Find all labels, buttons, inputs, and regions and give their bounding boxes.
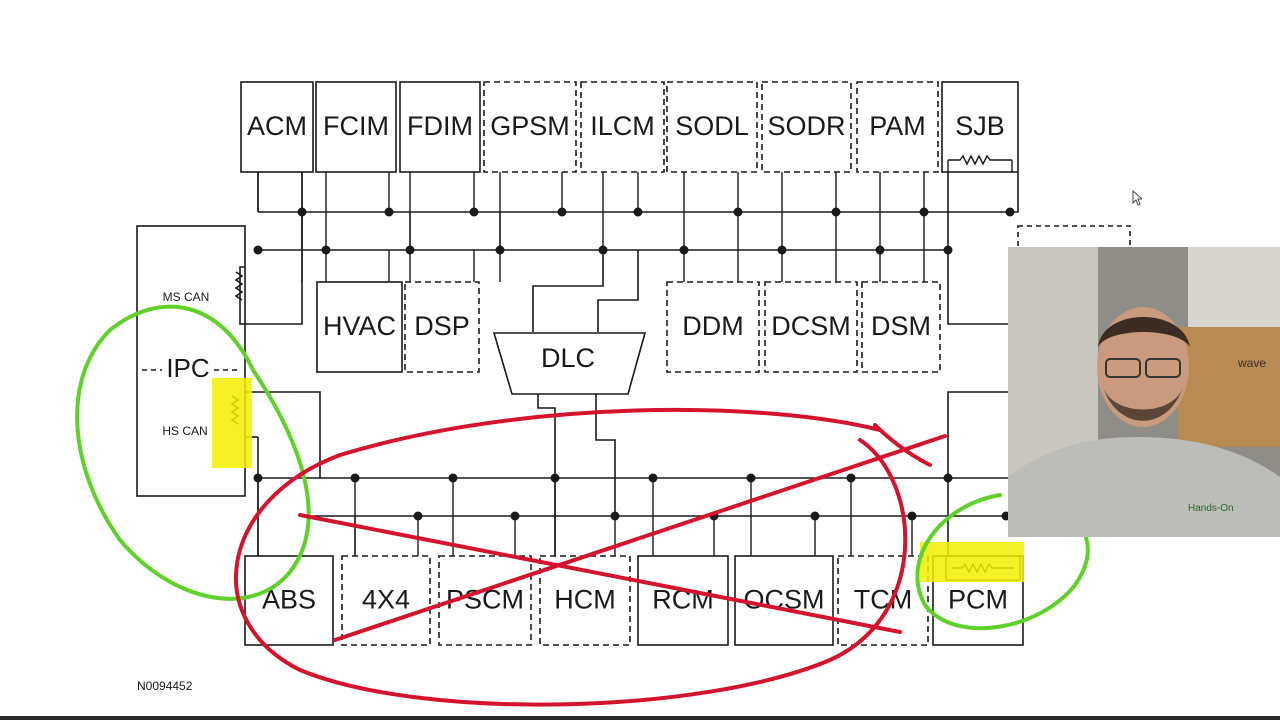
top-label-acm: ACM (247, 111, 307, 141)
mid-module-dsp: DSP (404, 281, 480, 373)
mid-module-dsm: DSM (861, 281, 941, 373)
bottom-label-hcm: HCM (554, 585, 616, 615)
top-module-fcim: FCIM (315, 81, 397, 173)
dlc-connector (492, 332, 647, 395)
bottom-module-abs: ABS (244, 555, 334, 646)
top-label-sodl: SODL (675, 111, 749, 141)
red-cross-2 (333, 434, 947, 642)
diagram-code: N0094452 (137, 679, 193, 693)
top-module-gpsm: GPSM (483, 81, 577, 173)
mid-module-dcsm: DCSM (764, 281, 858, 373)
webcam-overlay: wave Hands-On (1008, 247, 1280, 537)
top-module-pam: PAM (856, 81, 939, 173)
mid-label-hvac: HVAC (323, 311, 396, 341)
top-module-ilcm: ILCM (580, 81, 665, 173)
bottom-module-tcm: TCM (837, 555, 929, 646)
top-module-acm: ACM (240, 81, 314, 173)
bottom-label-pcm: PCM (948, 585, 1008, 615)
top-label-sjb: SJB (955, 111, 1005, 141)
top-label-fdim: FDIM (407, 111, 473, 141)
bottom-label-4x4: 4X4 (362, 585, 410, 615)
red-cross-1 (298, 513, 902, 634)
dlc-label: DLC (541, 343, 595, 373)
mid-label-dsp: DSP (414, 311, 470, 341)
top-label-gpsm: GPSM (490, 111, 570, 141)
hs-can-label: HS CAN (162, 424, 207, 438)
top-label-fcim: FCIM (323, 111, 389, 141)
box-text: wave (1237, 356, 1266, 370)
mid-module-hvac: HVAC (316, 281, 403, 373)
ipc-box (136, 225, 246, 497)
green-circle-ipc (75, 304, 311, 601)
highlight-pcm-resistor (920, 542, 1024, 582)
mid-label-dsm: DSM (871, 311, 931, 341)
top-module-sodl: SODL (666, 81, 758, 173)
bottom-module-rcm: RCM (637, 555, 729, 646)
top-label-pam: PAM (869, 111, 926, 141)
ipc-label: IPC (166, 353, 209, 383)
bottom-module-ocsm: OCSM (734, 555, 834, 646)
bottom-module-4x4: 4X4 (341, 555, 431, 646)
top-module-sodr: SODR (761, 81, 852, 173)
top-module-sjb: SJB (941, 81, 1019, 173)
shirt-text: Hands-On (1188, 503, 1234, 514)
bottom-label-tcm: TCM (854, 585, 912, 615)
bottom-strip (0, 716, 1280, 720)
top-module-fdim: FDIM (399, 81, 481, 173)
sjb-terminator-resistor (948, 154, 1012, 166)
mid-label-ddm: DDM (682, 311, 744, 341)
top-label-ilcm: ILCM (590, 111, 655, 141)
highlight-hs-resistor (212, 378, 252, 468)
top-label-sodr: SODR (767, 111, 845, 141)
ms-can-label: MS CAN (163, 290, 210, 304)
mid-label-dcsm: DCSM (771, 311, 851, 341)
mid-module-ddm: DDM (666, 281, 760, 373)
green-circle-pcm (915, 493, 1090, 631)
mouse-cursor-icon (1132, 190, 1142, 206)
